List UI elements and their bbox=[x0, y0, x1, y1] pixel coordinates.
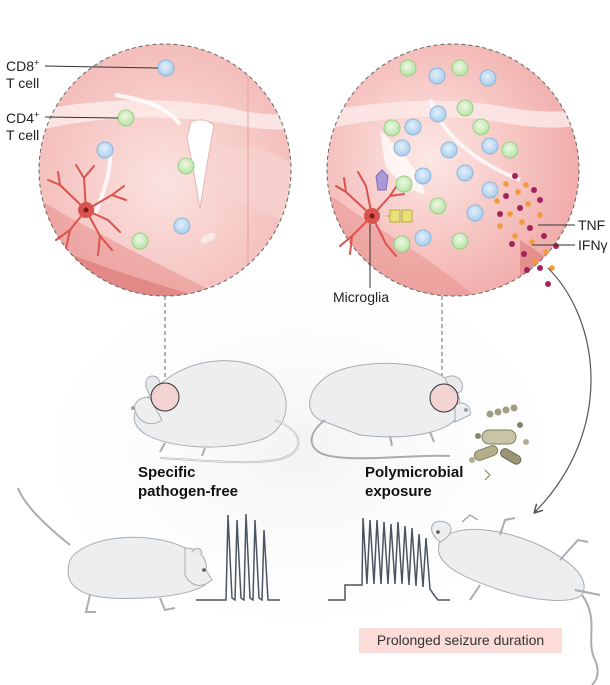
cd4-label-name: CD4 bbox=[6, 110, 35, 126]
cd4-t-cell-label: CD4+ T cell bbox=[6, 110, 39, 144]
cd8-label-tcell: T cell bbox=[6, 75, 40, 91]
outcome-arrow bbox=[535, 267, 592, 512]
left-mouse-sitting bbox=[131, 360, 300, 464]
left-seizure-trace bbox=[196, 513, 280, 602]
right-mouse-seizing bbox=[431, 514, 601, 685]
right-seizure-trace bbox=[328, 517, 450, 601]
condition-spf-line2: pathogen-free bbox=[138, 483, 239, 500]
condition-spf-label: Specific pathogen-free bbox=[138, 463, 238, 501]
cd8-pointer-line bbox=[44, 65, 159, 69]
tnf-label: TNF bbox=[578, 217, 606, 233]
tnf-molecules bbox=[494, 181, 555, 271]
condition-polymicrobial-label: Polymicrobial exposure bbox=[365, 463, 463, 501]
microbes-icon bbox=[469, 404, 529, 481]
tnf-receptor-icon bbox=[386, 209, 413, 223]
left-tissue-magnification bbox=[38, 43, 292, 297]
right-mouse-sitting bbox=[309, 362, 471, 460]
condition-polymicrobial-line1: Polymicrobial bbox=[365, 464, 464, 481]
cd4-label-sup: + bbox=[34, 109, 40, 120]
condition-polymicrobial-line2: exposure bbox=[365, 483, 432, 500]
left-microglia bbox=[47, 164, 127, 256]
condition-spf-line1: Specific bbox=[138, 464, 196, 481]
left-cd8-t-cells bbox=[96, 59, 191, 235]
right-cd4-t-cells bbox=[383, 59, 519, 253]
right-microglia bbox=[335, 171, 405, 257]
cd8-label-name: CD8 bbox=[6, 58, 35, 74]
cd4-label-tcell: T cell bbox=[6, 127, 40, 143]
left-cd4-t-cells bbox=[117, 109, 195, 250]
left-mouse-walking bbox=[17, 487, 213, 613]
right-cd8-t-cells bbox=[393, 67, 499, 247]
microglia-label: Microglia bbox=[333, 289, 390, 305]
cd4-pointer-line bbox=[44, 116, 119, 119]
ifng-molecules bbox=[497, 173, 559, 287]
cd8-label-sup: + bbox=[34, 57, 40, 68]
ifng-receptor-icon bbox=[375, 169, 389, 191]
cd8-t-cell-label: CD8+ T cell bbox=[6, 58, 39, 92]
outcome-badge: Prolonged seizure duration bbox=[359, 628, 562, 653]
ifng-label: IFNγ bbox=[578, 237, 608, 253]
